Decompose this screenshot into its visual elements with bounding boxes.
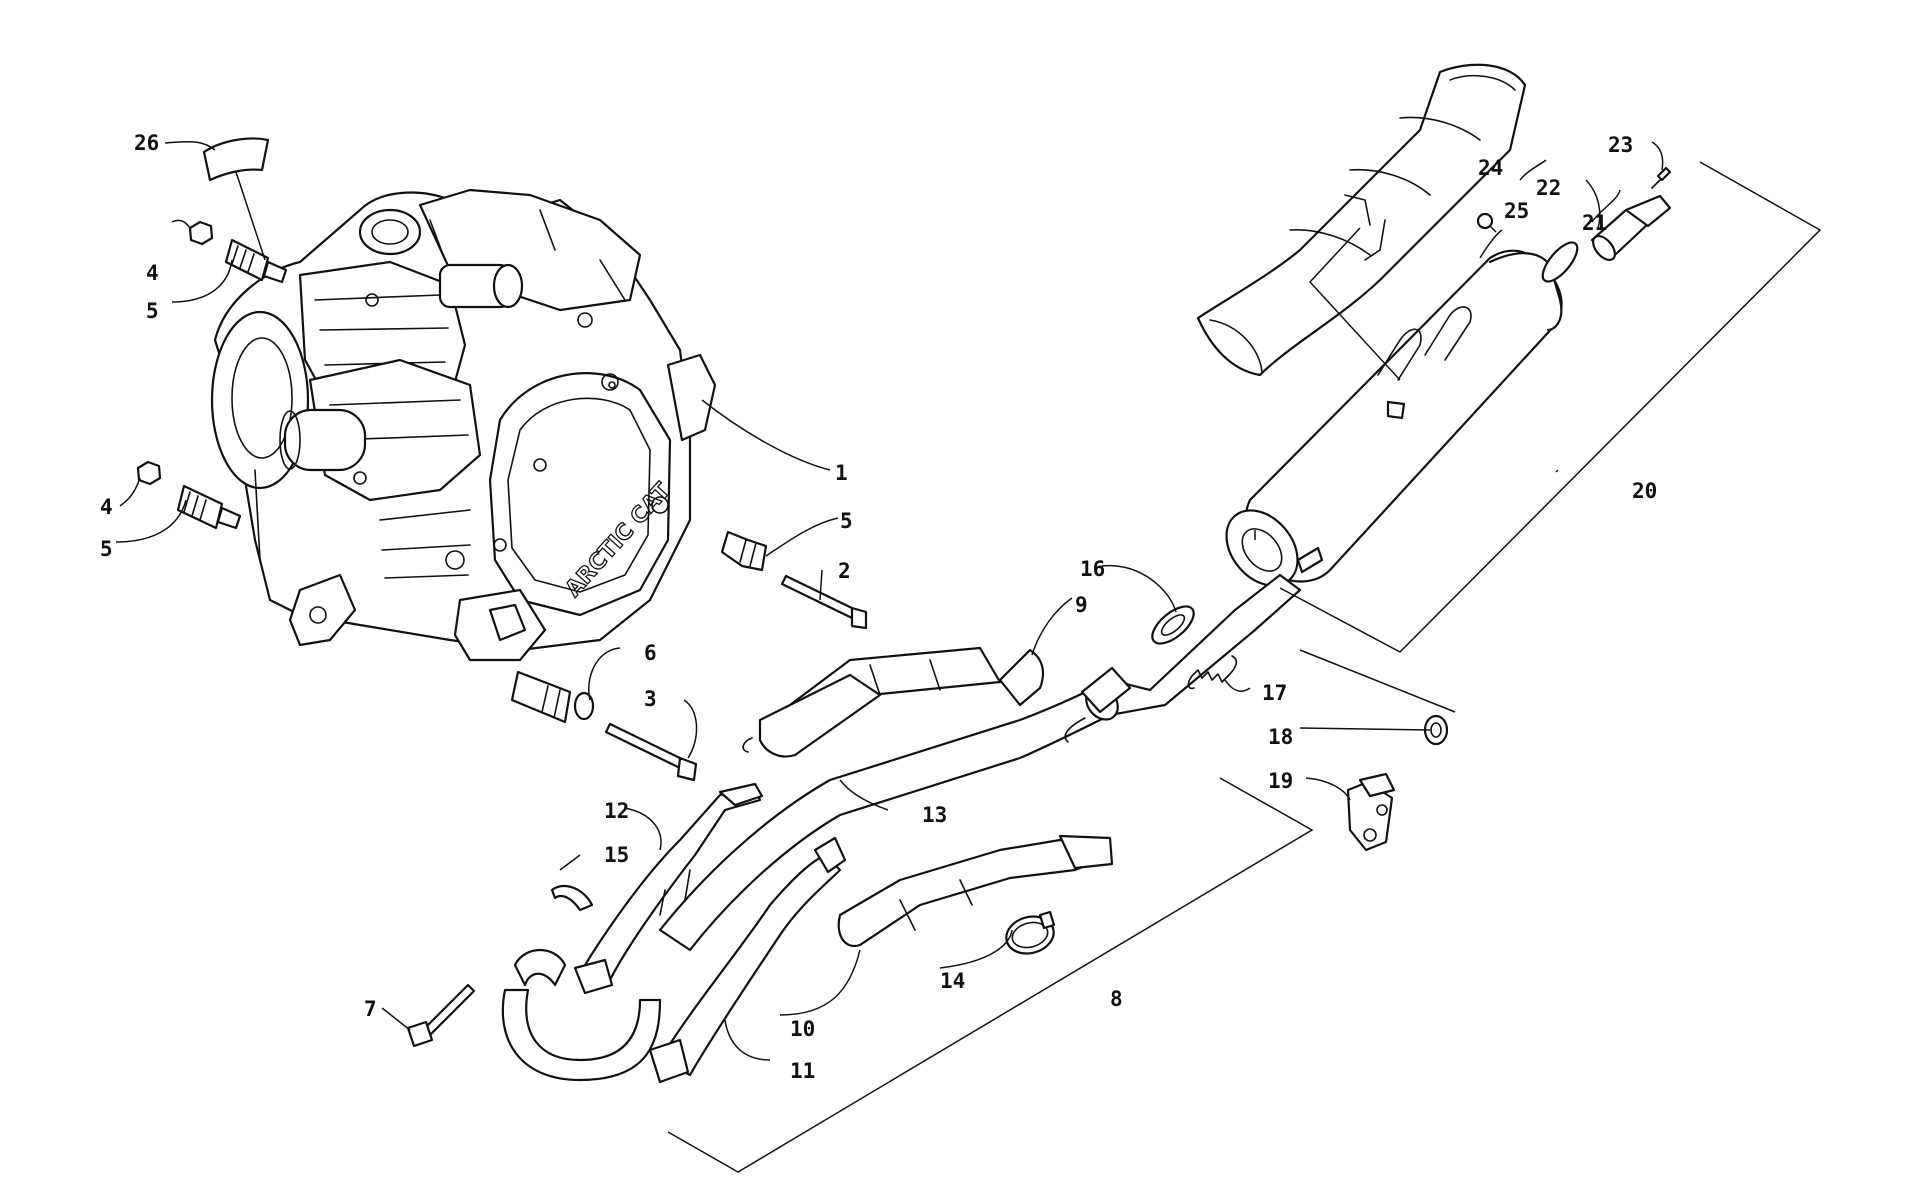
- leader-lines: [115, 140, 1664, 1061]
- callout-5-upper: 5: [146, 299, 159, 323]
- callout-labels: 26 4 5 4 5 1 5 2 6 3 9 16 17 18 19 13 12…: [100, 131, 1657, 1083]
- header-pipe-10: [837, 834, 1114, 948]
- callout-11: 11: [790, 1059, 815, 1083]
- callout-17: 17: [1262, 681, 1287, 705]
- down-pipe: [501, 949, 662, 1082]
- callout-4-upper: 4: [146, 261, 159, 285]
- callout-5-right: 5: [840, 509, 853, 533]
- callout-21: 21: [1582, 211, 1607, 235]
- callout-14: 14: [940, 969, 965, 993]
- callout-10: 10: [790, 1017, 815, 1041]
- spring-17: [1187, 655, 1238, 690]
- engine-mount-front: [510, 670, 572, 724]
- callout-8: 8: [1110, 987, 1123, 1011]
- callout-18: 18: [1268, 725, 1293, 749]
- engine-mount-hardware: [136, 137, 868, 782]
- callout-4-lower: 4: [100, 495, 113, 519]
- nut-upper: [188, 220, 214, 246]
- header-pipe-11: [648, 836, 847, 1084]
- callout-6: 6: [644, 641, 657, 665]
- bolt-3: [604, 722, 686, 770]
- callout-25: 25: [1504, 199, 1529, 223]
- bolt-7: [406, 983, 476, 1048]
- callout-5-lower: 5: [100, 537, 113, 561]
- callout-12: 12: [604, 799, 629, 823]
- heat-shield-large: [1196, 63, 1527, 377]
- engine-mount-right: [720, 530, 768, 572]
- callout-2: 2: [838, 559, 851, 583]
- callout-9: 9: [1075, 593, 1088, 617]
- clamp-14: [1005, 910, 1056, 955]
- callout-15: 15: [604, 843, 629, 867]
- heat-shield-small: [202, 137, 270, 182]
- gasket-21: [1541, 241, 1579, 283]
- callout-7: 7: [364, 997, 377, 1021]
- gasket-15: [550, 884, 594, 912]
- header-pipe-12: [573, 782, 764, 995]
- bracket-19: [1346, 772, 1396, 852]
- callout-13: 13: [922, 803, 947, 827]
- engine: ARCTIC CAT: [210, 188, 717, 662]
- callout-20: 20: [1632, 479, 1657, 503]
- callout-26: 26: [134, 131, 159, 155]
- callout-24: 24: [1478, 156, 1503, 180]
- connector-pipe-9: [742, 646, 1045, 758]
- intermediate-pipe-13: [658, 573, 1302, 952]
- screw-23: [1651, 166, 1672, 189]
- engine-mount-upper: [224, 238, 270, 282]
- callout-19: 19: [1268, 769, 1293, 793]
- callout-16: 16: [1080, 557, 1105, 581]
- callout-3: 3: [644, 687, 657, 711]
- group-brackets: [667, 161, 1822, 1173]
- nut-lower: [136, 460, 162, 486]
- spark-arrestor-22: [1590, 194, 1672, 261]
- callout-23: 23: [1608, 133, 1633, 157]
- gasket-16: [1151, 605, 1195, 645]
- callout-22: 22: [1536, 176, 1561, 200]
- engine-mount-lower: [176, 484, 224, 530]
- callout-1: 1: [835, 461, 848, 485]
- nut-25: [1476, 212, 1494, 230]
